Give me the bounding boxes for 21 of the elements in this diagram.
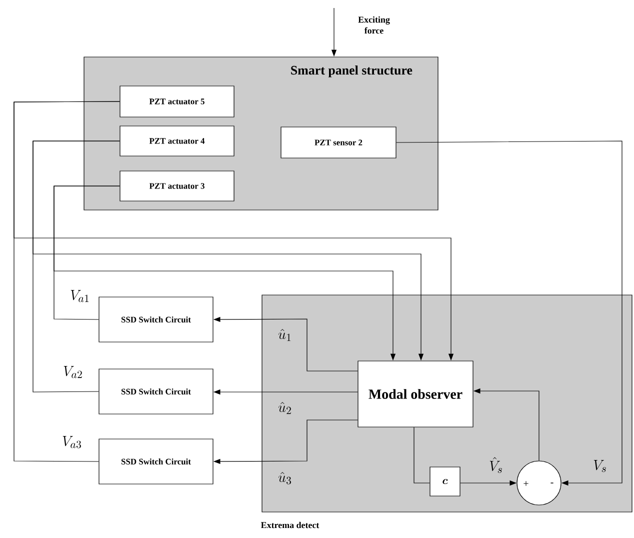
summing-junction: + - [516, 460, 562, 506]
block-box: SSD Switch Circuit [98, 296, 214, 342]
edge-label: $\hat{u}_1$ [278, 328, 291, 342]
gain-box: $\boldsymbol{c}$ [430, 466, 460, 496]
edge-label: $\hat{u}_2$ [278, 402, 291, 414]
block-box: SSD Switch Circuit [98, 438, 214, 484]
edge-label: $\hat{u}_3$ [278, 472, 291, 484]
arrow [396, 140, 622, 486]
block-box: SSD Switch Circuit [98, 368, 214, 414]
block-box: PZT actuator 5 [120, 86, 234, 118]
edge-label: $V_{a2}$ [64, 366, 82, 378]
block-box: PZT actuator 3 [120, 170, 234, 202]
block-box: PZT actuator 4 [120, 126, 234, 156]
edge-label: $V_s$ [594, 460, 606, 472]
observer-box: Modal observer [358, 360, 474, 428]
edge-label: $\hat{V}_s$ [490, 457, 502, 473]
edge-label: $V_{a1}$ [70, 290, 89, 302]
edge-label: Exciting force [358, 16, 390, 34]
caption-text: Extrema detect [261, 522, 320, 528]
edge-label: $V_{a3}$ [62, 436, 81, 448]
block-box: PZT sensor 2 [280, 126, 396, 158]
